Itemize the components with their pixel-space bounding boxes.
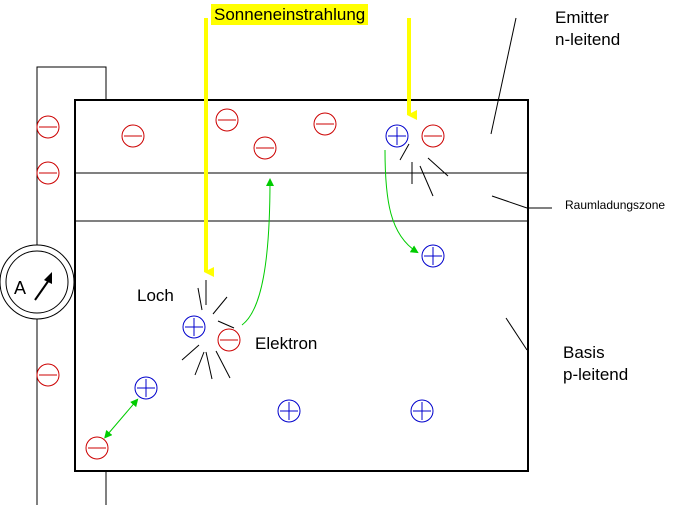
electron-icon xyxy=(85,436,109,460)
burst-right xyxy=(399,143,449,197)
emitter-label: Emitter xyxy=(555,8,609,27)
depletion-zone-label: Raumladungszone xyxy=(565,198,666,212)
burst-left xyxy=(181,280,235,380)
electron-icon xyxy=(121,124,145,148)
ammeter xyxy=(0,244,75,320)
zone-pointer xyxy=(491,195,528,209)
electron-icon xyxy=(313,112,337,136)
hole-icon xyxy=(385,124,409,148)
base-label: Basis xyxy=(563,343,605,362)
hole-group xyxy=(134,124,445,423)
electron-icon xyxy=(215,108,239,132)
electron-label: Elektron xyxy=(255,334,318,353)
electron-icon xyxy=(36,363,60,387)
hole-icon xyxy=(182,315,206,339)
hole-icon xyxy=(410,399,434,423)
electron-group xyxy=(36,108,445,460)
electron-icon xyxy=(253,136,277,160)
base-type-label: p-leitend xyxy=(563,365,629,384)
electron-icon xyxy=(217,328,241,352)
needle-tip-icon xyxy=(44,272,52,284)
hole-icon xyxy=(134,376,158,400)
cell-body xyxy=(74,99,529,472)
recombination-arrow xyxy=(104,398,139,439)
emitter-pointer xyxy=(490,17,517,135)
hole-label: Loch xyxy=(137,286,174,305)
hole-icon xyxy=(421,244,445,268)
electron-icon xyxy=(36,115,60,139)
emitter-type-label: n-leitend xyxy=(555,30,621,49)
sunlight-label: Sonneneinstrahlung xyxy=(211,4,369,25)
electron-icon xyxy=(36,161,60,185)
electron-path xyxy=(241,178,274,326)
hole-icon xyxy=(277,399,301,423)
electron-icon xyxy=(421,124,445,148)
ammeter-needle xyxy=(34,279,50,301)
base-pointer xyxy=(505,317,528,351)
ammeter-label: A xyxy=(14,278,27,298)
circuit-wire-top xyxy=(36,66,107,245)
hole-path xyxy=(384,149,419,254)
